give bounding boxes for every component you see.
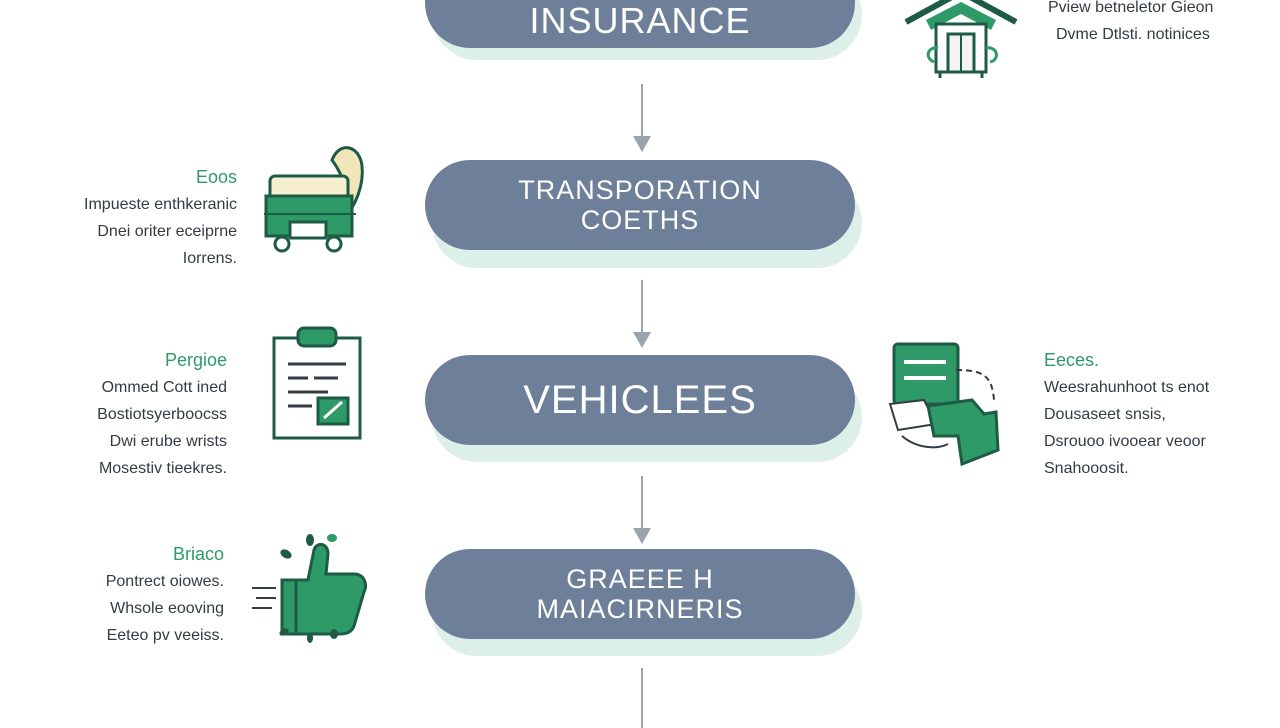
arrow-3 (632, 476, 652, 546)
arrow-2 (632, 280, 652, 350)
transportation-step[interactable]: TRANSPORATION COETHS (425, 160, 855, 250)
engine-icon (264, 146, 364, 253)
transportation-label-line2: COETHS (580, 205, 700, 235)
note-vehicles-right: Eeces. Weesrahunhoot ts enot Dousaseet s… (1044, 347, 1274, 482)
vehicles-label: VEHICLEES (523, 378, 757, 422)
note-vehicles-right-heading: Eeces. (1044, 350, 1100, 370)
maintenance-step[interactable]: GRAEEE H MAIACIRNERIS (425, 549, 855, 639)
maintenance-label-line1: GRAEEE H (566, 564, 714, 594)
insurance-step[interactable]: INSURANCE (425, 0, 855, 48)
house-icon (904, 0, 1018, 78)
note-maintenance-left: Briaco Pontrect oiowes. Whsole eooving E… (10, 541, 224, 649)
note-vehicles-left: Pergioe Ommed Cott ined Bostiotsyerboocs… (10, 347, 227, 482)
clipboard-icon (272, 326, 362, 440)
note-vehicles-heading: Pergioe (164, 350, 227, 370)
note-insurance-right: Pview betneletor Gieon Dvme Dtlsti. noti… (1048, 0, 1214, 43)
thumbs-up-icon (252, 534, 368, 643)
documents-icon (888, 342, 1000, 467)
note-transportation-left: Eoos Impueste enthkeranic Dnei oriter ec… (10, 164, 237, 272)
vehicles-step[interactable]: VEHICLEES (425, 355, 855, 445)
maintenance-label-line2: MAIACIRNERIS (536, 594, 744, 624)
arrow-1 (632, 84, 652, 154)
note-maintenance-heading: Briaco (172, 544, 224, 564)
insurance-label: INSURANCE (529, 0, 751, 41)
note-transportation-heading: Eoos (195, 167, 237, 187)
arrow-4 (632, 668, 652, 728)
transportation-label-line1: TRANSPORATION (518, 175, 762, 205)
